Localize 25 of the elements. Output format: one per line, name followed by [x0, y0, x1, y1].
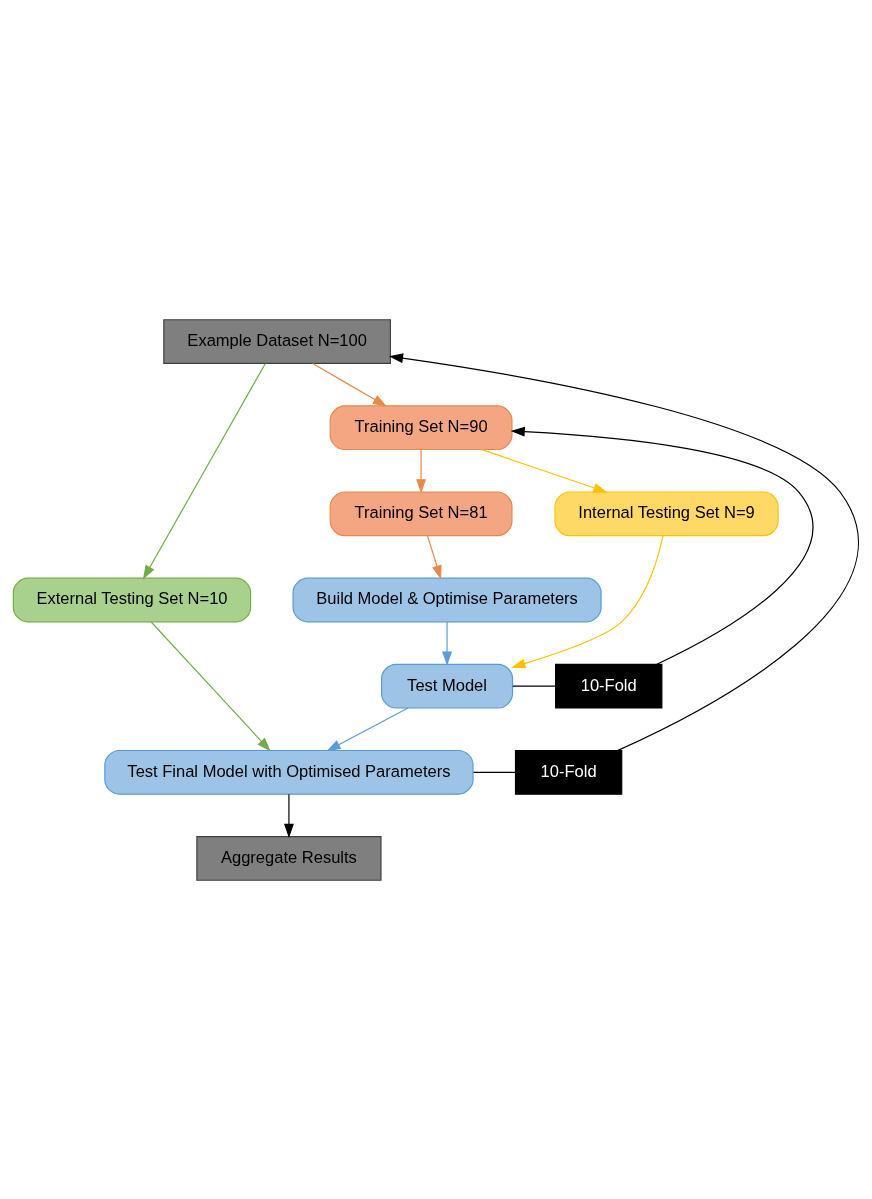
- node-box: 10-Fold: [514, 749, 623, 795]
- arrow: [283, 793, 294, 838]
- node-box: 10-Fold: [555, 663, 663, 709]
- arrow: [416, 448, 427, 493]
- connector: [512, 685, 557, 687]
- connector: [473, 771, 516, 773]
- arrow: [312, 362, 387, 407]
- arrow: [511, 534, 664, 668]
- arrow: [426, 534, 442, 579]
- node-box: Internal Testing Set N=9: [554, 490, 779, 536]
- node-box: Build Model & Optimise Parameters: [292, 577, 602, 622]
- arrow: [442, 620, 453, 666]
- node-box: Test Model: [381, 663, 514, 709]
- node-box: Test Final Model with Optimised Parameters: [104, 749, 474, 795]
- arrow: [510, 426, 814, 665]
- arrow: [142, 362, 266, 579]
- node-box: External Testing Set N=10: [12, 577, 252, 622]
- arrow: [326, 706, 409, 751]
- node-box: Training Set N=81: [329, 490, 513, 536]
- node-box: Example Dataset N=100: [163, 318, 391, 364]
- arrow: [481, 448, 608, 493]
- node-box: Aggregate Results: [196, 835, 382, 881]
- arrow: [150, 620, 271, 751]
- arrow: [388, 352, 859, 751]
- node-box: Training Set N=90: [329, 404, 513, 450]
